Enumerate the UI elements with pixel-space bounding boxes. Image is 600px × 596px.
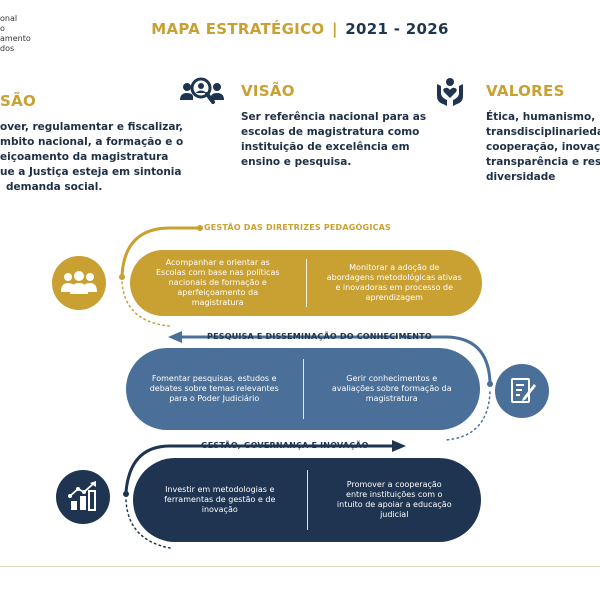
- valores-line: cooperação, inovação: [486, 141, 600, 153]
- missao-title: SÃO: [0, 92, 37, 110]
- capsule-line: Monitorar a adoção de: [349, 263, 440, 272]
- capsule-line: avaliações sobre formação da: [331, 384, 452, 393]
- capsule-separator: [305, 259, 307, 307]
- capsule-line: Fomentar pesquisas, estudos e: [151, 374, 277, 383]
- capsule-line: Promover a cooperação: [346, 480, 442, 489]
- title-separator: |: [331, 20, 338, 38]
- capsule-line: Investir em metodologias e: [165, 485, 275, 494]
- visao-line: ensino e pesquisa.: [241, 156, 352, 168]
- missao-line: over, regulamentar e fiscalizar,: [0, 121, 184, 133]
- capsule-line: magistratura: [191, 298, 244, 307]
- logo-line: o: [0, 24, 5, 33]
- valores-text: Ética, humanismo, transdisciplinariedade…: [486, 110, 600, 185]
- group-icon: [52, 256, 106, 310]
- title-left: MAPA ESTRATÉGICO: [151, 20, 325, 38]
- missao-line: mbito nacional, a formação e o: [0, 136, 184, 148]
- valores-line: Ética, humanismo,: [486, 111, 596, 123]
- visao-text: Ser referência nacional para as escolas …: [241, 110, 426, 170]
- capsule-line: magistratura: [365, 394, 418, 403]
- capsule-pesquisa: Fomentar pesquisas, estudos e debates so…: [126, 348, 480, 430]
- page-title: MAPA ESTRATÉGICO | 2021 - 2026: [0, 20, 600, 38]
- bottom-divider: [0, 566, 600, 567]
- visao-title: VISÃO: [241, 82, 295, 100]
- logo-text: onal o amento dos: [0, 14, 31, 54]
- capsule-line: para o Poder Judiciário: [169, 394, 260, 403]
- capsule-line: debates sobre temas relevantes: [149, 384, 279, 393]
- capsule-gestao: Investir em metodologias e ferramentas d…: [133, 458, 481, 542]
- logo-line: amento: [0, 34, 31, 43]
- valores-line: transdisciplinariedade: [486, 126, 600, 138]
- capsule-separator: [306, 470, 308, 530]
- valores-line: transparência e respei: [486, 156, 600, 168]
- missao-line: eiçoamento da magistratura: [0, 151, 169, 163]
- capsule-line: ferramentas de gestão e de: [164, 495, 276, 504]
- missao-line: ue a Justiça esteja em sintonia: [0, 166, 182, 178]
- hands-heart-icon: [437, 78, 463, 106]
- visao-line: Ser referência nacional para as: [241, 111, 427, 123]
- capsule-gestao-left: Investir em metodologias e ferramentas d…: [133, 485, 307, 515]
- capsule-line: abordagens metodológicas ativas: [326, 273, 462, 282]
- capsule-line: aprendizagem: [365, 293, 423, 302]
- capsule-line: e inovadoras em processo de: [335, 283, 454, 292]
- label-gestao: GESTÃO, GOVERNANÇA E INOVAÇÃO: [201, 441, 369, 450]
- visao-line: instituição de excelência em: [241, 141, 410, 153]
- capsule-pesquisa-left: Fomentar pesquisas, estudos e debates so…: [126, 374, 303, 404]
- capsule-line: aperfeiçoamento da: [177, 288, 259, 297]
- capsule-diretrizes: Acompanhar e orientar as Escolas com bas…: [130, 250, 482, 316]
- visao-line: escolas de magistratura como: [241, 126, 420, 138]
- capsule-separator: [302, 359, 304, 419]
- growth-chart-icon: [56, 470, 110, 524]
- label-pesquisa: PESQUISA E DISSEMINAÇÃO DO CONHECIMENTO: [207, 332, 432, 341]
- capsule-line: inovação: [201, 505, 238, 514]
- people-search-icon: [180, 77, 224, 104]
- capsule-line: entre instituições com o: [346, 490, 443, 499]
- capsule-diretrizes-left: Acompanhar e orientar as Escolas com bas…: [130, 258, 306, 308]
- capsule-diretrizes-right: Monitorar a adoção de abordagens metodol…: [307, 263, 483, 303]
- logo-line: dos: [0, 44, 15, 53]
- capsule-line: Gerir conhecimentos e: [346, 374, 438, 383]
- capsule-line: Escolas com base nas políticas: [155, 268, 280, 277]
- missao-text: over, regulamentar e fiscalizar, mbito n…: [0, 120, 183, 195]
- capsule-gestao-right: Promover a cooperação entre instituições…: [308, 480, 482, 520]
- capsule-line: nacionais de formação e: [168, 278, 267, 287]
- label-diretrizes: GESTÃO DAS DIRETRIZES PEDAGÓGICAS: [204, 223, 391, 232]
- title-right: 2021 - 2026: [345, 20, 449, 38]
- valores-line: diversidade: [486, 171, 556, 183]
- missao-line: demanda social.: [6, 181, 103, 193]
- logo-line: onal: [0, 14, 18, 23]
- capsule-pesquisa-right: Gerir conhecimentos e avaliações sobre f…: [304, 374, 481, 404]
- capsule-line: Acompanhar e orientar as: [165, 258, 270, 267]
- document-pen-icon: [495, 364, 549, 418]
- valores-title: VALORES: [486, 82, 565, 100]
- capsule-line: intuito de apoiar a educação: [336, 500, 452, 509]
- capsule-line: judicial: [380, 510, 409, 519]
